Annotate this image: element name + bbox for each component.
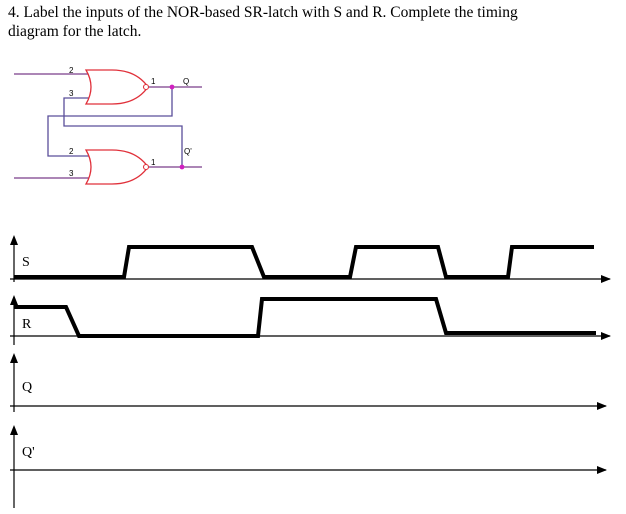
timing-diagram: S R Q Q' — [10, 235, 611, 508]
nor-gate-top[interactable] — [84, 69, 202, 105]
timing-row-r: R — [10, 295, 611, 345]
r-waveform[interactable] — [14, 297, 596, 338]
q-signal-label: Q — [22, 380, 32, 395]
sr-latch-circuit: 2 3 1 Q 2 3 1 Q' — [14, 66, 202, 185]
q-bar-junction-dot — [179, 164, 185, 170]
bottom-gate-pin-1: 1 — [151, 158, 156, 167]
question-line-1: 4. Label the inputs of the NOR-based SR-… — [8, 4, 518, 21]
feedback-wires — [47, 87, 183, 167]
timing-row-q: Q — [10, 353, 607, 412]
q-bar-signal-label: Q' — [22, 445, 35, 460]
nor-gate-bottom[interactable] — [84, 149, 202, 185]
r-signal-label: R — [22, 317, 32, 332]
question-text: 4. Label the inputs of the NOR-based SR-… — [8, 3, 608, 41]
q-bar-output-label: Q' — [184, 147, 192, 156]
s-waveform[interactable] — [14, 245, 594, 279]
top-gate-pin-3: 3 — [69, 89, 74, 98]
q-output-label: Q — [183, 77, 189, 86]
bottom-gate-pin-3: 3 — [69, 169, 74, 178]
timing-row-q-bar: Q' — [10, 425, 607, 508]
question-line-2: diagram for the latch. — [8, 23, 142, 40]
bottom-gate-pin-2: 2 — [69, 147, 74, 156]
timing-row-s: S — [10, 235, 611, 283]
top-gate-pin-2: 2 — [69, 66, 74, 75]
q-junction-dot — [169, 84, 175, 90]
top-gate-pin-1: 1 — [151, 77, 156, 86]
s-signal-label: S — [22, 255, 30, 270]
